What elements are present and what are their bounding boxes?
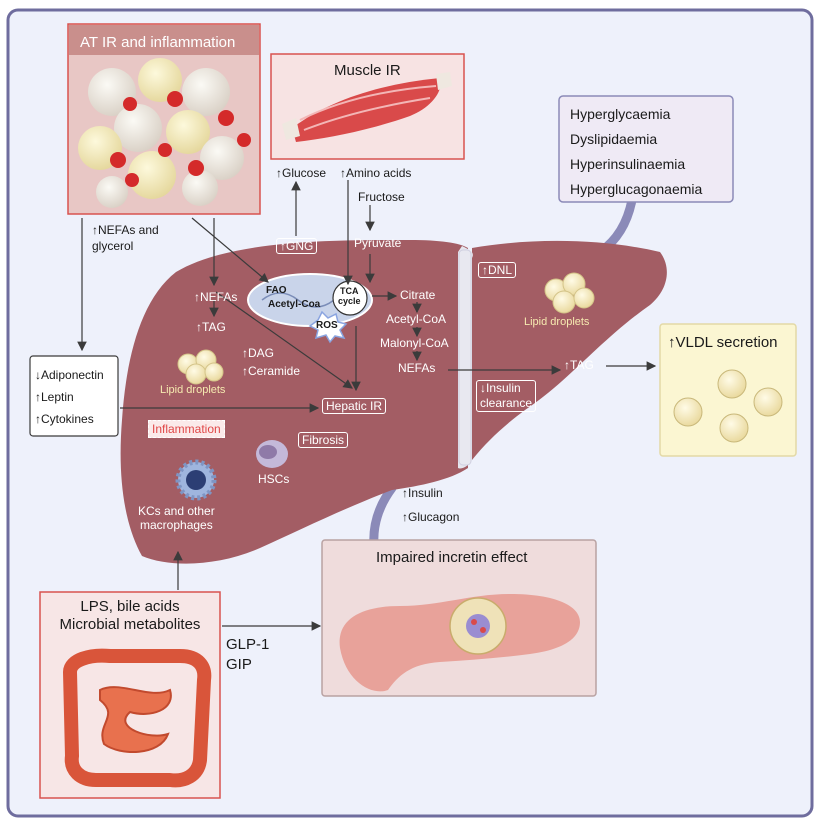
comorbidity-item: Hyperglycaemia [570,106,671,122]
adipokine-item: Adiponectin [35,364,104,386]
lipid-droplets-right-label: Lipid droplets [524,316,590,328]
lipid-droplets-left [177,349,224,385]
insulin-clearance-badge: Insulin clearance [476,380,537,412]
adipokine-cytokines: Cytokines [41,412,94,426]
intestine [63,648,212,788]
nefas-label: NEFAs [194,290,237,304]
nefas-right-label: NEFAs [398,361,436,375]
malonyl-coa-label: Malonyl-CoA [380,336,449,350]
gng-text: GNG [286,239,314,253]
amino-acids-text: Amino acids [346,166,412,180]
tag-text: TAG [202,320,226,334]
tca-label: TCA cycle [338,286,361,306]
hscs-label: HSCs [258,472,290,486]
fibrosis-badge: Fibrosis [298,432,349,448]
adipokine-list: Adiponectin Leptin Cytokines [35,364,104,430]
pancreas-title: Impaired incretin effect [376,549,528,566]
tag-label: TAG [196,320,226,334]
hepatic-ir-badge: Hepatic IR [322,398,387,414]
tag-right-label: TAG [564,358,594,372]
insulin-label: Insulin [402,486,443,500]
ceramide-label: Ceramide [242,364,300,378]
adipose-title: AT IR and inflammation [80,34,236,51]
citrate-label: Citrate [400,288,436,302]
comorbidity-item: Hyperinsulinaemia [570,156,686,172]
glucagon-text: Glucagon [408,510,460,524]
inflammation-badge: Inflammation [148,420,225,438]
kupffer-cell [175,459,217,501]
comorbidity-box [558,95,734,203]
glucagon-label: Glucagon [402,510,459,524]
lipid-droplets-right [544,272,595,314]
vldl-title: VLDL secretion [668,334,778,351]
dnl-text: DNL [488,263,513,277]
amino-acids-label: Amino acids [340,166,411,180]
fao-label: FAO [266,285,287,296]
acetyl-coa-mito-label: Acetyl-Coa [268,299,321,310]
adipokine-item: Leptin [35,386,104,408]
acetyl-coa-label: Acetyl-CoA [386,312,447,326]
comorbidity-item: Hyperglucagonaemia [570,181,703,197]
insulin-clearance-text: Insulin clearance [480,381,533,410]
insulin-text: Insulin [408,486,443,500]
gng-badge: GNG [276,238,318,254]
gut-title: LPS, bile acids Microbial metabolites [59,598,201,633]
comorbidity-list: Hyperglycaemia Dyslipidaemia Hyperinsuli… [570,102,702,202]
liver-right-lobe [472,240,667,460]
nefa-glycerol-text: NEFAs and glycerol [92,223,159,253]
adipokine-item: Cytokines [35,408,104,430]
comorbidity-item: Dyslipidaemia [570,131,658,147]
vldl-title-text: VLDL secretion [675,334,778,351]
adipokine-adiponectin: Adiponectin [41,368,104,382]
glucose-label: Glucose [276,166,326,180]
adipokine-box [29,355,119,437]
nefa-glycerol-label: NEFAs and glycerol [92,222,159,254]
muscle-fibres [282,72,452,142]
dnl-badge: DNL [478,262,517,278]
vldl-particles [673,369,783,443]
fructose-label: Fructose [358,190,405,204]
dag-label: DAG [242,346,274,360]
dag-text: DAG [248,346,275,360]
lipid-droplets-left-label: Lipid droplets [160,384,226,396]
arrows [77,180,657,631]
glucose-text: Glucose [282,166,327,180]
gip-label: GIP [226,656,252,673]
ros-burst [308,310,348,344]
ros-label: ROS [316,320,338,331]
tag-right-text: TAG [570,358,594,372]
pyruvate-label: Pyruvate [354,236,402,250]
kcs-label: KCs and other macrophages [138,504,215,532]
adipokine-leptin: Leptin [41,390,74,404]
ceramide-text: Ceramide [248,364,301,378]
hsc-cell [256,440,288,468]
nefas-text: NEFAs [200,290,238,304]
muscle-title: Muscle IR [334,62,401,79]
glp1-label: GLP-1 [226,636,270,653]
immune-cells [110,91,251,187]
